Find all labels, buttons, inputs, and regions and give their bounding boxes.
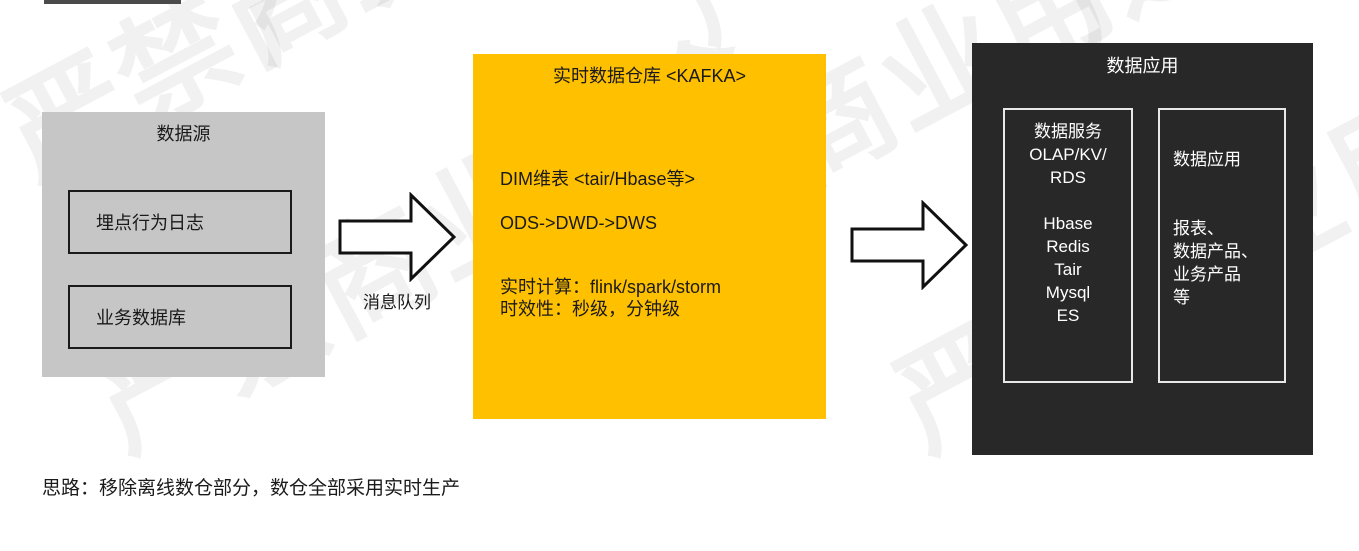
message-queue-arrow-label: 消息队列	[363, 293, 431, 312]
right-arrow-icon	[850, 200, 968, 290]
source-item-tracking-log: 埋点行为日志	[68, 190, 292, 254]
spacer	[1173, 171, 1284, 194]
realtime-warehouse-title: 实时数据仓库 <KAFKA>	[552, 66, 747, 86]
data-service-line: ES	[1056, 306, 1080, 325]
data-service-line: Mysql	[1045, 283, 1091, 302]
realtime-warehouse-body: DIM维表 <tair/Hbase等> ODS->DWD->DWS 实时计算：f…	[500, 168, 826, 320]
data-service-box: 数据服务 OLAP/KV/ RDS Hbase Redis Tair Mysql…	[1003, 108, 1133, 383]
data-service-line: Hbase	[1043, 214, 1093, 233]
serving-arrow-group	[850, 200, 968, 290]
data-application-line: 等	[1173, 288, 1190, 307]
data-source-panel: 数据源 埋点行为日志 业务数据库	[42, 112, 325, 377]
data-service-box-body: 数据服务 OLAP/KV/ RDS Hbase Redis Tair Mysql…	[1005, 120, 1131, 327]
source-item-label: 业务数据库	[96, 308, 186, 328]
spacer	[500, 234, 826, 256]
data-service-line: Tair	[1054, 260, 1082, 279]
source-item-label: 埋点行为日志	[96, 213, 204, 233]
spacer	[500, 256, 826, 276]
warehouse-line-compute: 实时计算：flink/spark/storm	[500, 277, 722, 297]
data-application-line: 业务产品	[1173, 265, 1241, 284]
right-arrow-icon	[338, 192, 456, 282]
warehouse-line-layers: ODS->DWD->DWS	[500, 213, 657, 233]
data-application-line: 数据应用	[1173, 150, 1241, 169]
warehouse-line-dim: DIM维表 <tair/Hbase等>	[500, 169, 696, 189]
data-application-box-body: 数据应用 报表、 数据产品、 业务产品 等	[1160, 148, 1284, 309]
spacer	[500, 190, 826, 212]
data-application-panel: 数据应用 数据服务 OLAP/KV/ RDS Hbase Redis Tair …	[972, 43, 1313, 455]
data-service-line: Redis	[1046, 237, 1090, 256]
realtime-warehouse-panel: 实时数据仓库 <KAFKA> DIM维表 <tair/Hbase等> ODS->…	[473, 54, 826, 419]
spacer	[1173, 194, 1284, 217]
data-application-line: 报表、	[1173, 219, 1224, 238]
data-application-title: 数据应用	[1106, 56, 1179, 76]
footer-note: 思路：移除离线数仓部分，数仓全部采用实时生产	[42, 478, 461, 499]
data-application-line: 数据产品、	[1173, 242, 1258, 261]
data-service-line: OLAP/KV/	[1029, 145, 1107, 164]
data-service-line: 数据服务	[1034, 122, 1102, 141]
warehouse-line-latency: 时效性：秒级，分钟级	[500, 299, 680, 319]
source-item-business-db: 业务数据库	[68, 285, 292, 349]
data-application-box: 数据应用 报表、 数据产品、 业务产品 等	[1158, 108, 1286, 383]
top-bar-fragment	[44, 0, 181, 4]
spacer	[1005, 189, 1131, 212]
data-service-line: RDS	[1050, 168, 1086, 187]
message-queue-arrow-group: 消息队列	[338, 192, 456, 312]
data-source-title: 数据源	[156, 124, 211, 144]
